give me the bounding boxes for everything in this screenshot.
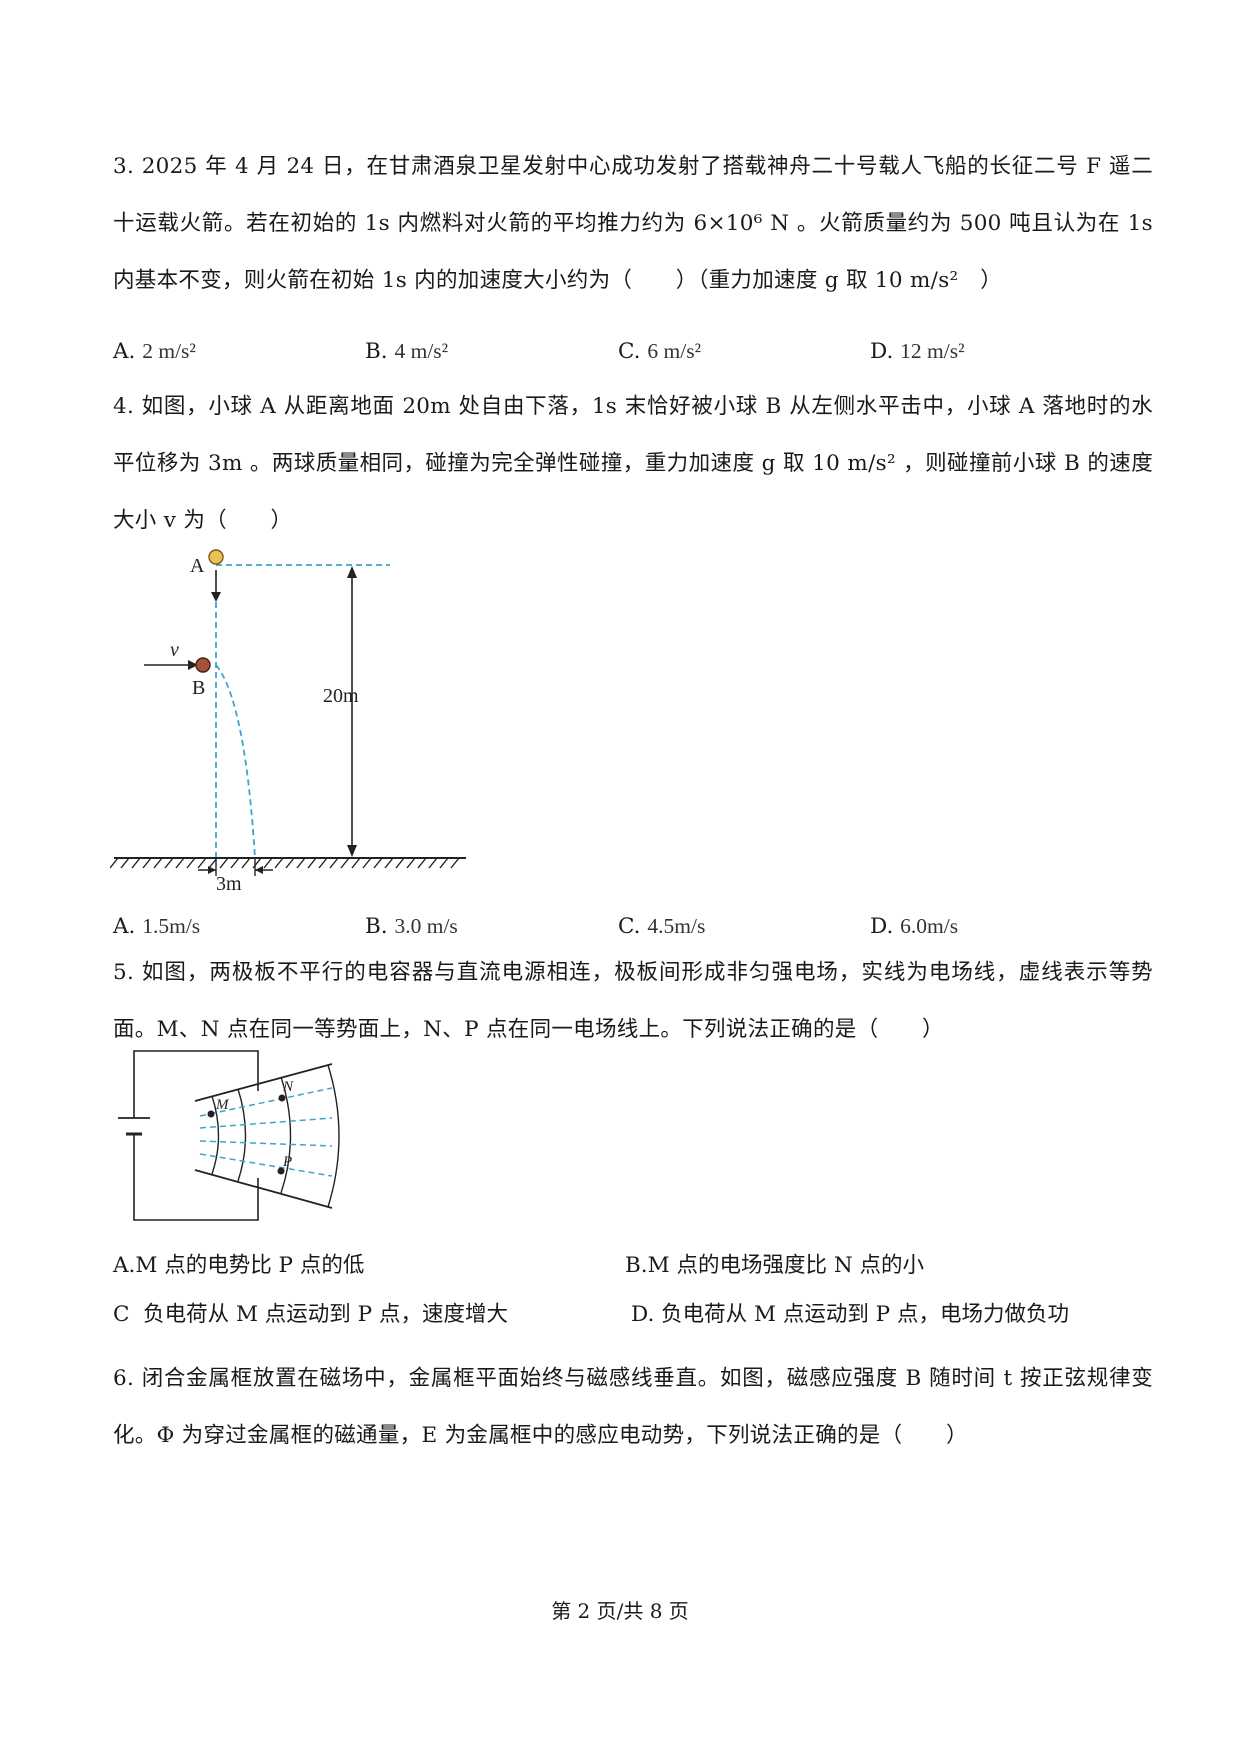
label-v: v [170, 639, 179, 661]
offset-arrow-right [255, 866, 263, 874]
upper-plate [194, 1063, 333, 1102]
option-a[interactable]: A.M 点的电势比 P 点的低 [113, 1253, 365, 1278]
hatch-mark [307, 857, 317, 869]
option-c[interactable]: C. 4.5m/s [618, 914, 706, 939]
hatch-mark [186, 857, 196, 869]
hatch-mark [373, 857, 383, 869]
hatch-mark [197, 857, 207, 869]
hatch-mark [384, 857, 394, 869]
option-c[interactable]: C 负电荷从 M 点运动到 P 点，速度增大 [113, 1302, 508, 1327]
hatch-mark [274, 857, 284, 869]
lower-plate [194, 1169, 333, 1209]
label-p: P [282, 1154, 292, 1170]
hatch-mark [285, 857, 295, 869]
hatch-mark [318, 857, 328, 869]
option-a[interactable]: A. 2 m/s² [113, 339, 196, 364]
option-d[interactable]: D. 负电荷从 M 点运动到 P 点，电场力做负功 [631, 1302, 1069, 1327]
question-3-stem: 3. 2025 年 4 月 24 日，在甘肃酒泉卫星发射中心成功发射了搭载神舟二… [113, 154, 1153, 293]
hatch-mark [252, 857, 262, 869]
field-lines [199, 1087, 333, 1177]
velocity-arrowhead [188, 660, 198, 670]
circuit-wire-top [133, 1050, 259, 1118]
label-offset: 3m [216, 873, 242, 895]
option-a[interactable]: A. 1.5m/s [113, 914, 201, 939]
equipotential-arc-3 [280, 1076, 292, 1194]
fall-arrowhead [211, 592, 221, 602]
option-b[interactable]: B.M 点的电场强度比 N 点的小 [625, 1253, 924, 1278]
height-arrow-top [347, 566, 357, 578]
hatch-mark [219, 857, 229, 869]
hatch-mark [439, 857, 449, 869]
option-b[interactable]: B. 4 m/s² [365, 339, 449, 364]
question-5-stem: 5. 如图，两极板不平行的电容器与直流电源相连，极板间形成非匀强电场，实线为电场… [113, 960, 1153, 1042]
point-p [277, 1167, 285, 1175]
label-b: B [192, 677, 205, 699]
point-n [278, 1094, 286, 1102]
label-m: M [215, 1097, 230, 1113]
hatch-mark [450, 857, 460, 869]
hatch-mark [164, 857, 174, 869]
hatch-mark [110, 857, 119, 869]
hatch-mark [230, 857, 240, 869]
hatch-mark [329, 857, 339, 869]
height-arrow-bottom [347, 845, 357, 857]
ground-hatching [110, 857, 460, 869]
hatch-mark [131, 857, 141, 869]
hatch-mark [362, 857, 372, 869]
hatch-mark [142, 857, 152, 869]
label-height: 20m [323, 685, 359, 707]
hatch-mark [351, 857, 361, 869]
hatch-mark [153, 857, 163, 869]
question-4-stem: 4. 如图，小球 A 从距离地面 20m 处自由下落，1s 末恰好被小球 B 从… [113, 394, 1153, 533]
option-d[interactable]: D. 6.0m/s [870, 914, 959, 939]
hatch-mark [340, 857, 350, 869]
hatch-mark [395, 857, 405, 869]
equipotential-arc-1 [211, 1095, 220, 1175]
label-a: A [190, 555, 205, 577]
offset-arrow-left [208, 866, 216, 874]
question-3-options: A. 2 m/s² B. 4 m/s² C. 6 m/s² D. 12 m/s² [113, 331, 1153, 371]
hatch-mark [175, 857, 185, 869]
option-c[interactable]: C. 6 m/s² [618, 339, 702, 364]
question-5-options-row-1: A.M 点的电势比 P 点的低 B.M 点的电场强度比 N 点的小 [113, 1246, 1153, 1286]
question-6-stem: 6. 闭合金属框放置在磁场中，金属框平面始终与磁感线垂直。如图，磁感应强度 B … [113, 1366, 1153, 1448]
option-d[interactable]: D. 12 m/s² [870, 339, 965, 364]
projectile-path [215, 664, 256, 859]
equipotential-arc-2 [237, 1088, 247, 1182]
hatch-mark [241, 857, 251, 869]
hatch-mark [296, 857, 306, 869]
hatch-mark [263, 857, 273, 869]
hatch-mark [428, 857, 438, 869]
option-b[interactable]: B. 3.0 m/s [365, 914, 458, 939]
ball-a [208, 549, 224, 565]
question-4-figure: A v B 20m 3m [110, 549, 466, 895]
question-5-figure: M N P [118, 1050, 340, 1221]
question-5-options-row-2: C 负电荷从 M 点运动到 P 点，速度增大 D. 负电荷从 M 点运动到 P … [113, 1295, 1153, 1335]
hatch-mark [417, 857, 427, 869]
ball-b [195, 657, 211, 673]
equipotential-arc-4 [327, 1064, 340, 1208]
hatch-mark [120, 857, 130, 869]
hatch-mark [406, 857, 416, 869]
circuit-wire-bottom [133, 1134, 259, 1221]
page-footer: 第 2 页/共 8 页 [551, 1599, 689, 1623]
question-4-options: A. 1.5m/s B. 3.0 m/s C. 4.5m/s D. 6.0m/s [113, 906, 1153, 946]
label-n: N [282, 1079, 294, 1095]
point-m [207, 1110, 215, 1118]
